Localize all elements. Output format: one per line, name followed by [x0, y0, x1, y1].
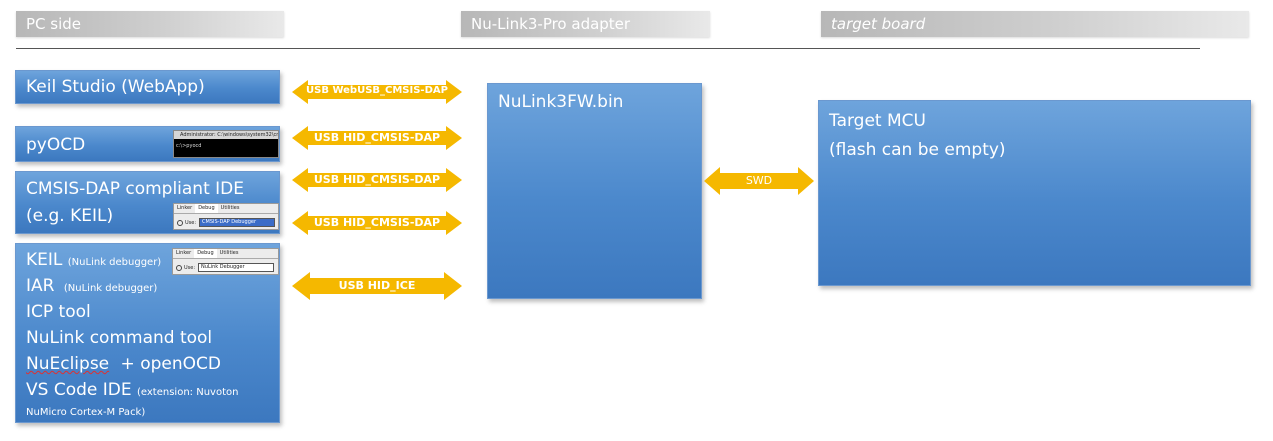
dialog-use-label: Use: [185, 219, 197, 226]
adapter-header: Nu-Link3-Pro adapter [461, 11, 710, 37]
header-divider [16, 48, 1200, 49]
cmsis-debugger-dialog: Linker Debug Utilities Use: CMSIS-DAP De… [173, 203, 279, 230]
keil-studio-box: Keil Studio (WebApp) [15, 70, 280, 104]
target-mcu-label: Target MCU [829, 111, 926, 131]
pyocd-box: pyOCD Administrator: C:\windows\system32… [15, 126, 280, 162]
double-arrow-icon [292, 211, 462, 235]
arrow-hid-3: USB HID_CMSIS-DAP [292, 211, 462, 235]
cmd-window-prompt: c:\>pyocd [176, 143, 202, 149]
cmsis-ide-example: (e.g. KEIL) [26, 206, 114, 226]
arrow-swd: SWD [704, 167, 814, 195]
vscode-note: (extension: Nuvoton [137, 387, 239, 398]
cmsis-ide-box: CMSIS-DAP compliant IDE (e.g. KEIL) Link… [15, 171, 280, 234]
arrow-hid-1-label: USB HID_CMSIS-DAP [313, 131, 441, 144]
icp-tool-item: ICP tool [26, 302, 91, 322]
arrow-hid-2: USB HID_CMSIS-DAP [292, 168, 462, 192]
nueclipse-label: NuEclipse [26, 354, 110, 374]
radio-icon [176, 264, 182, 271]
dialog-tab-utilities: Utilities [220, 205, 240, 211]
arrow-ice-label: USB HID_ICE [338, 279, 416, 292]
nulink-debugger-dialog: Linker Debug Utilities Use: NuLink Debug… [172, 248, 279, 275]
nueclipse-item: NuEclipse + openOCD [26, 354, 221, 375]
arrow-webusb: USB WebUSB_CMSIS-DAP [292, 80, 462, 104]
pyocd-label: pyOCD [26, 135, 86, 155]
double-arrow-icon [292, 168, 462, 192]
iar-item: IAR (NuLink debugger) [26, 276, 157, 299]
dialog-tab-utilities: Utilities [219, 250, 239, 256]
keil-note: (NuLink debugger) [67, 257, 162, 268]
arrow-swd-label: SWD [745, 174, 773, 187]
iar-note: (NuLink debugger) [63, 283, 158, 294]
arrow-hid-2-label: USB HID_CMSIS-DAP [313, 173, 441, 186]
keil-label: KEIL [26, 250, 63, 270]
target-mcu-note: (flash can be empty) [829, 140, 1006, 160]
arrow-hid-1: USB HID_CMSIS-DAP [292, 126, 462, 150]
nulink-tools-box: KEIL (NuLink debugger) IAR (NuLink debug… [15, 243, 280, 423]
vscode-item: VS Code IDE (extension: Nuvoton [26, 380, 238, 403]
dialog-debugger-select: CMSIS-DAP Debugger [199, 218, 276, 227]
adapter-firmware-box: NuLink3FW.bin [487, 83, 702, 299]
target-mcu-box: Target MCU (flash can be empty) [818, 100, 1251, 286]
target-board-header: target board [821, 11, 1249, 37]
dialog-tab-debug: Debug [195, 204, 218, 213]
cmsis-ide-label: CMSIS-DAP compliant IDE [26, 179, 244, 199]
double-arrow-icon [292, 126, 462, 150]
pc-side-header: PC side [16, 11, 284, 37]
adapter-firmware-label: NuLink3FW.bin [498, 92, 624, 112]
radio-icon [177, 219, 183, 226]
dialog-use-label: Use: [184, 264, 196, 271]
dialog-tab-debug: Debug [194, 249, 217, 258]
cmd-window-title: Administrator: C:\windows\system32\cmd.e… [174, 131, 278, 139]
keil-studio-label: Keil Studio (WebApp) [26, 77, 205, 97]
iar-label: IAR [26, 276, 55, 296]
dialog-tab-linker: Linker [177, 205, 193, 211]
arrow-ice: USB HID_ICE [292, 272, 462, 300]
vscode-note-cont: NuMicro Cortex-M Pack) [26, 407, 146, 418]
dialog-tab-linker: Linker [176, 250, 192, 256]
double-arrow-icon [292, 80, 462, 104]
double-arrow-icon [704, 167, 814, 195]
arrow-hid-3-label: USB HID_CMSIS-DAP [313, 216, 441, 229]
openocd-label: + openOCD [120, 354, 221, 374]
cmd-window-screenshot: Administrator: C:\windows\system32\cmd.e… [173, 130, 279, 158]
vscode-label: VS Code IDE [26, 380, 132, 400]
dialog-debugger-select: NuLink Debugger [198, 263, 275, 272]
arrow-webusb-label: USB WebUSB_CMSIS-DAP [306, 85, 448, 96]
double-arrow-icon [292, 272, 462, 300]
keil-item: KEIL (NuLink debugger) [26, 250, 161, 273]
nulink-command-tool-item: NuLink command tool [26, 328, 213, 348]
